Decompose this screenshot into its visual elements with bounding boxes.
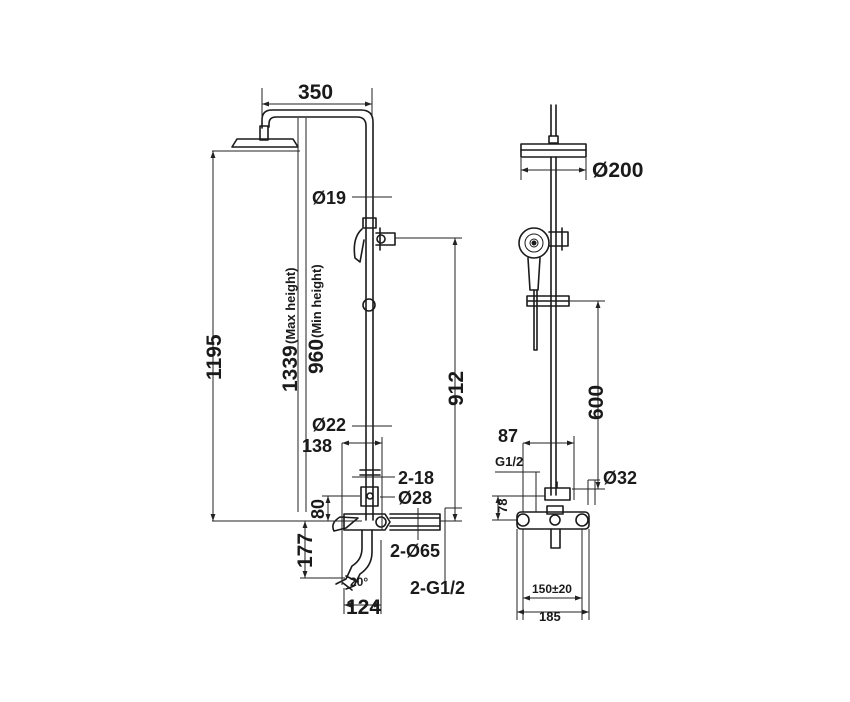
dim-1339: 1339 <box>279 345 302 392</box>
dim-80: 80 <box>308 499 328 519</box>
dim-350: 350 <box>298 81 333 104</box>
front-column-pipe <box>550 156 557 496</box>
shower-head-left <box>231 138 299 148</box>
dim-2-18: 2-18 <box>398 468 434 488</box>
dim-dia-22: Ø22 <box>312 415 346 435</box>
dim-angle-20: 20° <box>350 575 368 589</box>
dim-dia-32: Ø32 <box>603 468 637 488</box>
dim-2-g1-2: 2-G1/2 <box>410 578 465 598</box>
front-view-dimensions <box>492 158 605 620</box>
hand-shower-holder <box>353 227 396 263</box>
dim-78: 78 <box>495 499 510 513</box>
bath-spout <box>335 529 373 590</box>
dim-600: 600 <box>585 385 608 420</box>
dim-87: 87 <box>498 426 518 446</box>
dim-124: 124 <box>346 596 381 619</box>
dim-960: 960 <box>305 339 328 374</box>
side-view-dimensions <box>210 88 462 614</box>
dim-dia-200: Ø200 <box>592 159 643 182</box>
wall-connector <box>389 513 441 531</box>
shower-head-front <box>520 143 587 158</box>
hand-shower-head <box>518 227 550 259</box>
dim-g1-2: G1/2 <box>495 454 523 469</box>
hand-shower-handle <box>527 257 541 291</box>
dim-1195: 1195 <box>203 334 226 380</box>
side-view-labels: 350 Ø19 1195 1339 (Max height) 960 (Min … <box>203 81 468 619</box>
dim-2-dia-65: 2-Ø65 <box>390 541 440 561</box>
dim-dia-28: Ø28 <box>398 488 432 508</box>
shower-head-neck <box>259 125 269 141</box>
dim-max-height-note: (Max height) <box>283 267 298 344</box>
front-view-shower-column <box>516 104 590 549</box>
diverter-body <box>360 486 379 507</box>
side-view-shower-column <box>231 109 441 591</box>
pipe-joint <box>362 298 376 312</box>
dim-min-height-note: (Min height) <box>309 264 324 338</box>
dim-185: 185 <box>539 609 561 624</box>
front-diverter <box>544 481 571 501</box>
dim-150-pm-20: 150±20 <box>532 582 572 596</box>
slide-holder <box>362 217 377 229</box>
mixer-body-left <box>343 513 391 531</box>
front-view-labels: Ø200 600 87 G1/2 Ø32 78 150±20 185 <box>495 159 643 624</box>
dim-dia-19: Ø19 <box>312 188 346 208</box>
dim-177: 177 <box>294 533 317 568</box>
dim-912: 912 <box>445 371 468 406</box>
dim-138: 138 <box>302 436 332 456</box>
front-mixer-lever <box>546 505 564 549</box>
mixer-lever-left <box>332 516 359 532</box>
